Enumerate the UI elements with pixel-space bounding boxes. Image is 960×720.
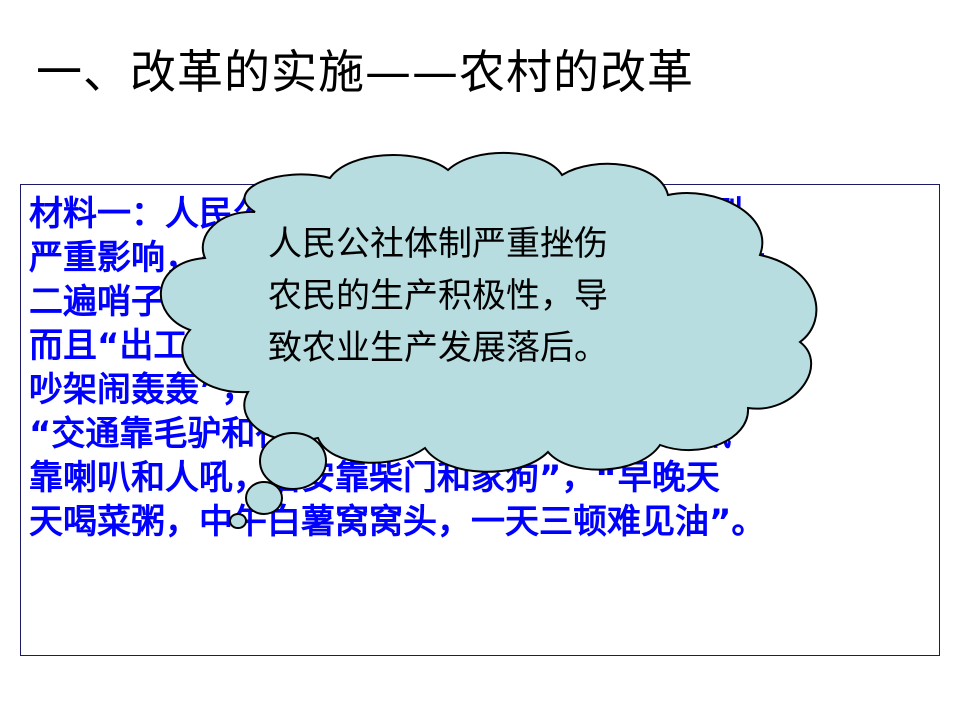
callout-text: 人民公社体制严重挫伤 农民的生产积极性，导 致农业生产发展落后。	[268, 218, 708, 374]
cloud-bubble-large	[259, 432, 327, 490]
callout-line-1: 人民公社体制严重挫伤	[268, 224, 608, 264]
material-line-8: 天喝菜粥，中午白薯窝窝头，一天三顿难见油”。	[29, 502, 766, 542]
callout-line-3: 致农业生产发展落后。	[268, 328, 608, 368]
cloud-bubble-medium	[245, 481, 283, 515]
slide-title: 一、改革的实施——农村的改革	[36, 45, 694, 99]
callout-line-2: 农民的生产积极性，导	[268, 276, 608, 316]
cloud-shape	[159, 152, 818, 473]
cloud-bubble-small	[229, 513, 247, 529]
